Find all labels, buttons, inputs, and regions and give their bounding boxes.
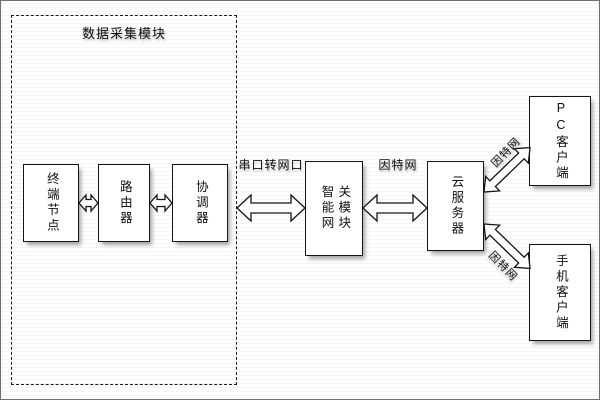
- data-acquisition-module-title: 数据采集模块: [81, 26, 166, 41]
- edge-label-internet-main: 因特网: [378, 158, 418, 172]
- node-coordinator-label: 协调器: [193, 179, 208, 227]
- node-terminal: 终端节点: [23, 164, 79, 242]
- edge-label-serial-to-ethernet: 串口转网口: [238, 158, 304, 172]
- node-router-label: 路由器: [117, 179, 132, 227]
- node-mobile-client: 手机客户端: [529, 244, 591, 341]
- node-smart-gateway-label-col2: 关模块: [336, 185, 351, 232]
- node-cloud-server-label: 云服务器: [449, 175, 464, 237]
- node-coordinator: 协调器: [172, 164, 228, 242]
- node-pc-client: PC客户端: [529, 96, 591, 186]
- edge-label-internet-pc: 因特网: [489, 135, 524, 170]
- arrow-gateway-cloud: [362, 193, 428, 223]
- node-cloud-server: 云服务器: [427, 161, 484, 251]
- arrow-module-gateway: [236, 193, 306, 223]
- edge-label-internet-mobile: 因特网: [485, 249, 520, 284]
- node-mobile-client-label: 手机客户端: [553, 253, 568, 332]
- node-terminal-label: 终端节点: [44, 172, 59, 234]
- node-smart-gateway-label-col1: 智能网: [319, 185, 334, 232]
- node-pc-client-label: PC客户端: [553, 100, 568, 182]
- node-smart-gateway: 智能网 关模块: [305, 161, 363, 256]
- node-router: 路由器: [98, 164, 150, 242]
